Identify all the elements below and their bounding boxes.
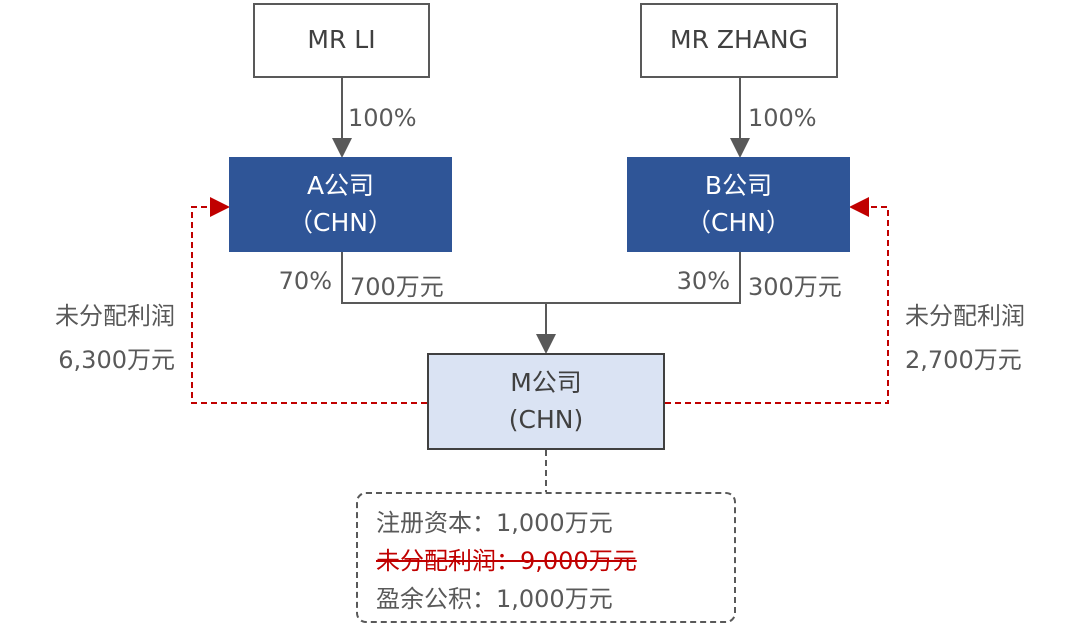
company-b: B公司 （CHN） xyxy=(627,157,850,252)
person-name: MR ZHANG xyxy=(670,25,808,55)
share-a-m: 70% xyxy=(278,267,332,295)
amount-a-m: 700万元 xyxy=(350,273,444,301)
line-a-b-merge xyxy=(341,252,741,304)
distribution-amount: 6,300万元 xyxy=(58,346,175,374)
company-country: （CHN） xyxy=(686,207,791,237)
distribution-left: 未分配利润 6,300万元 xyxy=(10,294,175,382)
undistributed-profit-struck: 未分配利润：9,000万元 xyxy=(376,547,637,575)
company-name: M公司 xyxy=(510,368,582,398)
company-m: M公司 (CHN) xyxy=(427,353,665,450)
share-zhang-b: 100% xyxy=(748,104,817,132)
distribution-label: 未分配利润 xyxy=(55,302,175,330)
surplus-reserve: 盈余公积：1,000万元 xyxy=(376,585,613,613)
company-country: （CHN） xyxy=(288,207,393,237)
distribution-amount: 2,700万元 xyxy=(905,346,1022,374)
share-li-a: 100% xyxy=(348,104,417,132)
dashed-arrow-m-to-b xyxy=(665,197,889,404)
distribution-label: 未分配利润 xyxy=(905,302,1025,330)
company-name: A公司 xyxy=(306,171,375,201)
company-country: (CHN) xyxy=(508,404,584,434)
share-b-m: 30% xyxy=(676,267,730,295)
m-financial-info: 注册资本：1,000万元 未分配利润：9,000万元 盈余公积：1,000万元 xyxy=(356,492,736,623)
company-a: A公司 （CHN） xyxy=(229,157,452,252)
person-name: MR LI xyxy=(307,25,376,55)
dashed-arrow-m-to-a xyxy=(191,197,427,404)
person-mr-li: MR LI xyxy=(253,3,430,78)
registered-capital: 注册资本：1,000万元 xyxy=(376,509,613,537)
person-mr-zhang: MR ZHANG xyxy=(640,3,838,78)
amount-b-m: 300万元 xyxy=(748,273,842,301)
company-name: B公司 xyxy=(704,171,773,201)
distribution-right: 未分配利润 2,700万元 xyxy=(905,294,1025,382)
